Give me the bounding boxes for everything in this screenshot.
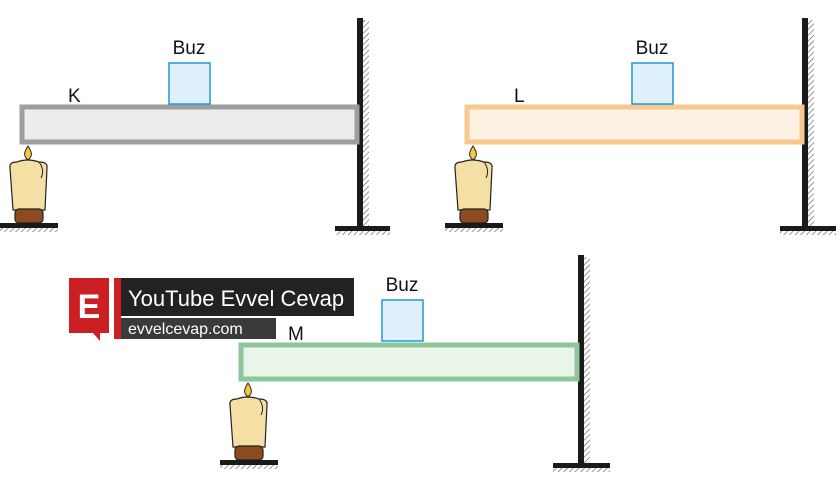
wall-support (780, 18, 836, 235)
rod-label: L (514, 86, 525, 107)
watermark-title-bg (121, 278, 354, 316)
rod-l (464, 104, 805, 145)
watermark-url-bg (121, 318, 276, 339)
rod-label: K (68, 86, 81, 107)
wall-support (553, 255, 610, 472)
logo-badge (69, 278, 109, 341)
setup-l: Buz L (445, 18, 836, 235)
rod-k (19, 104, 360, 145)
setup-m: Buz M (220, 255, 610, 472)
candle (0, 145, 58, 232)
ice-cube (381, 299, 424, 342)
logo-letter: E (78, 288, 101, 326)
watermark-url: evvelcevap.com (128, 321, 243, 338)
rod-m (238, 342, 580, 382)
ice-label: Buz (386, 275, 419, 296)
wall-support (335, 18, 390, 235)
ice-cube (631, 62, 674, 105)
watermark-logo: E YouTube Evvel Cevap evvelcevap.com (69, 278, 354, 341)
candle (220, 382, 278, 469)
watermark-title: YouTube Evvel Cevap (128, 286, 344, 311)
rod-label: M (288, 324, 304, 345)
setup-k: Buz K (0, 18, 390, 235)
ice-label: Buz (173, 38, 206, 59)
ice-cube (168, 62, 211, 105)
candle (445, 145, 503, 232)
ice-label: Buz (636, 38, 669, 59)
logo-accent-bar (114, 278, 121, 339)
